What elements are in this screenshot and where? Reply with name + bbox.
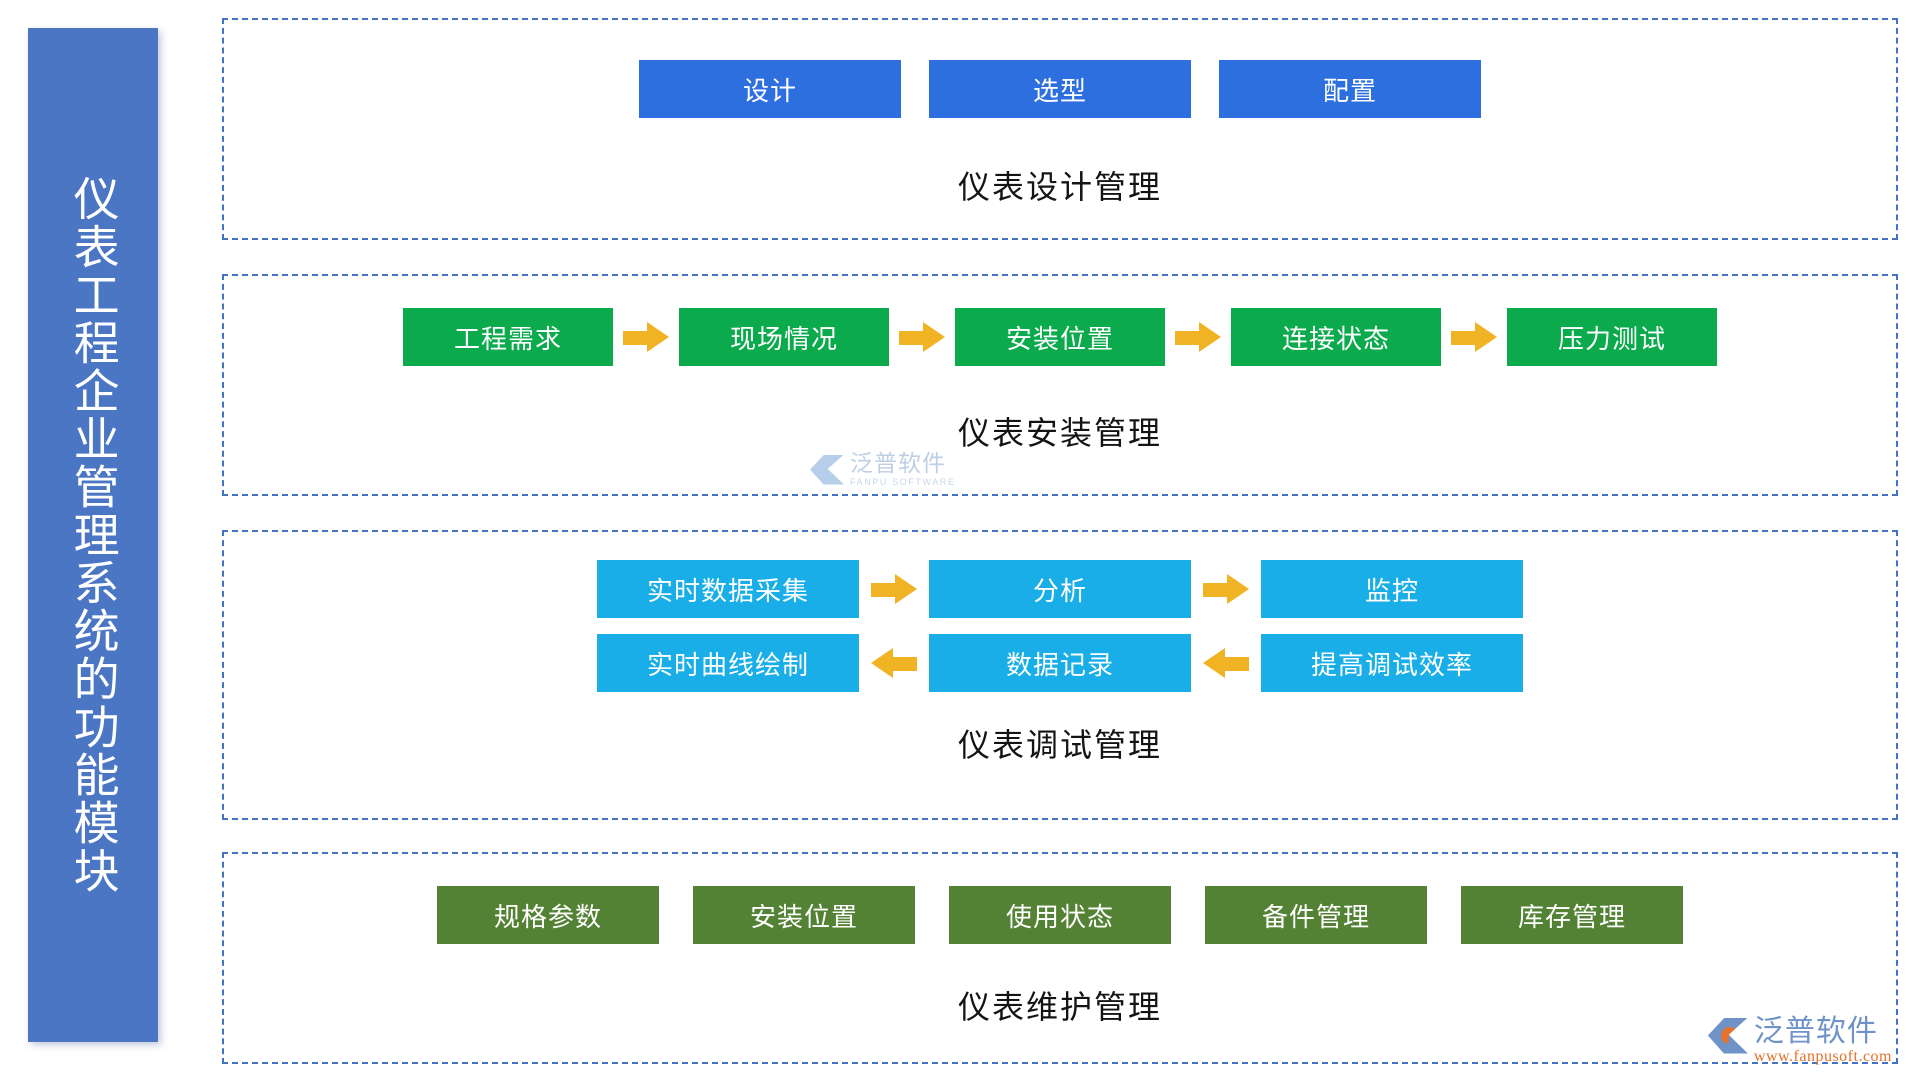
section-rows: 设计 选型 配置 <box>224 20 1896 118</box>
sidebar-title-bar: 仪表工程企业管理系统的功能模块 <box>28 28 158 1042</box>
flow-row: 工程需求 现场情况 安装位置 连接状态 压力测试 <box>224 276 1896 366</box>
flow-row: 设计 选型 配置 <box>224 20 1896 118</box>
brand-cn-text: 泛普软件 <box>1753 1014 1878 1048</box>
flow-row: 实时数据采集 分析 监控 <box>224 560 1896 618</box>
arrow-right-icon <box>871 574 917 604</box>
flow-node[interactable]: 实时数据采集 <box>597 560 859 618</box>
flow-node[interactable]: 设计 <box>639 60 901 118</box>
arrow-left-icon <box>871 648 917 678</box>
section-label: 仪表设计管理 <box>957 169 1162 205</box>
flow-node[interactable]: 监控 <box>1261 560 1523 618</box>
flow-node[interactable]: 配置 <box>1219 60 1481 118</box>
section-rows: 实时数据采集 分析 监控 实时曲线绘制 数据记录 提高调试效率 <box>224 532 1896 692</box>
section-rows: 工程需求 现场情况 安装位置 连接状态 压力测试 <box>224 276 1896 366</box>
flow-node[interactable]: 实时曲线绘制 <box>597 634 859 692</box>
section-panel-design: 设计 选型 配置 仪表设计管理 <box>222 18 1898 240</box>
flow-node[interactable]: 分析 <box>929 560 1191 618</box>
flow-row: 实时曲线绘制 数据记录 提高调试效率 <box>224 634 1896 692</box>
arrow-right-icon <box>899 322 945 352</box>
flow-node[interactable]: 连接状态 <box>1231 308 1441 366</box>
flow-row: 规格参数 安装位置 使用状态 备件管理 库存管理 <box>224 854 1896 944</box>
brand-mark-icon <box>1707 1017 1748 1054</box>
section-panel-commissioning: 实时数据采集 分析 监控 实时曲线绘制 数据记录 提高调试效率 仪表调试管理 <box>222 530 1898 820</box>
section-label: 仪表安装管理 <box>957 415 1162 451</box>
flow-node[interactable]: 压力测试 <box>1507 308 1717 366</box>
flow-node[interactable]: 工程需求 <box>403 308 613 366</box>
sidebar-title-text: 仪表工程企业管理系统的功能模块 <box>67 175 119 895</box>
flow-node[interactable]: 备件管理 <box>1205 886 1427 944</box>
flow-node[interactable]: 规格参数 <box>437 886 659 944</box>
arrow-right-icon <box>1203 574 1249 604</box>
arrow-right-icon <box>1175 322 1221 352</box>
section-rows: 规格参数 安装位置 使用状态 备件管理 库存管理 <box>224 854 1896 944</box>
section-panel-installation: 工程需求 现场情况 安装位置 连接状态 压力测试 仪表安装管理 <box>222 274 1898 496</box>
flow-node[interactable]: 选型 <box>929 60 1191 118</box>
flow-node[interactable]: 提高调试效率 <box>1261 634 1523 692</box>
flow-node[interactable]: 数据记录 <box>929 634 1191 692</box>
flow-node[interactable]: 使用状态 <box>949 886 1171 944</box>
flow-node[interactable]: 安装位置 <box>693 886 915 944</box>
section-label: 仪表维护管理 <box>957 989 1162 1025</box>
flow-node[interactable]: 库存管理 <box>1461 886 1683 944</box>
brand-logo: 泛普软件 www.fanpusoft.com <box>1707 1014 1892 1067</box>
arrow-left-icon <box>1203 648 1249 678</box>
flow-node[interactable]: 现场情况 <box>679 308 889 366</box>
section-panel-maintenance: 规格参数 安装位置 使用状态 备件管理 库存管理 仪表维护管理 <box>222 852 1898 1064</box>
arrow-right-icon <box>1451 322 1497 352</box>
flow-node[interactable]: 安装位置 <box>955 308 1165 366</box>
brand-url-text: www.fanpusoft.com <box>1753 1048 1892 1065</box>
section-label: 仪表调试管理 <box>957 727 1162 763</box>
arrow-right-icon <box>623 322 669 352</box>
